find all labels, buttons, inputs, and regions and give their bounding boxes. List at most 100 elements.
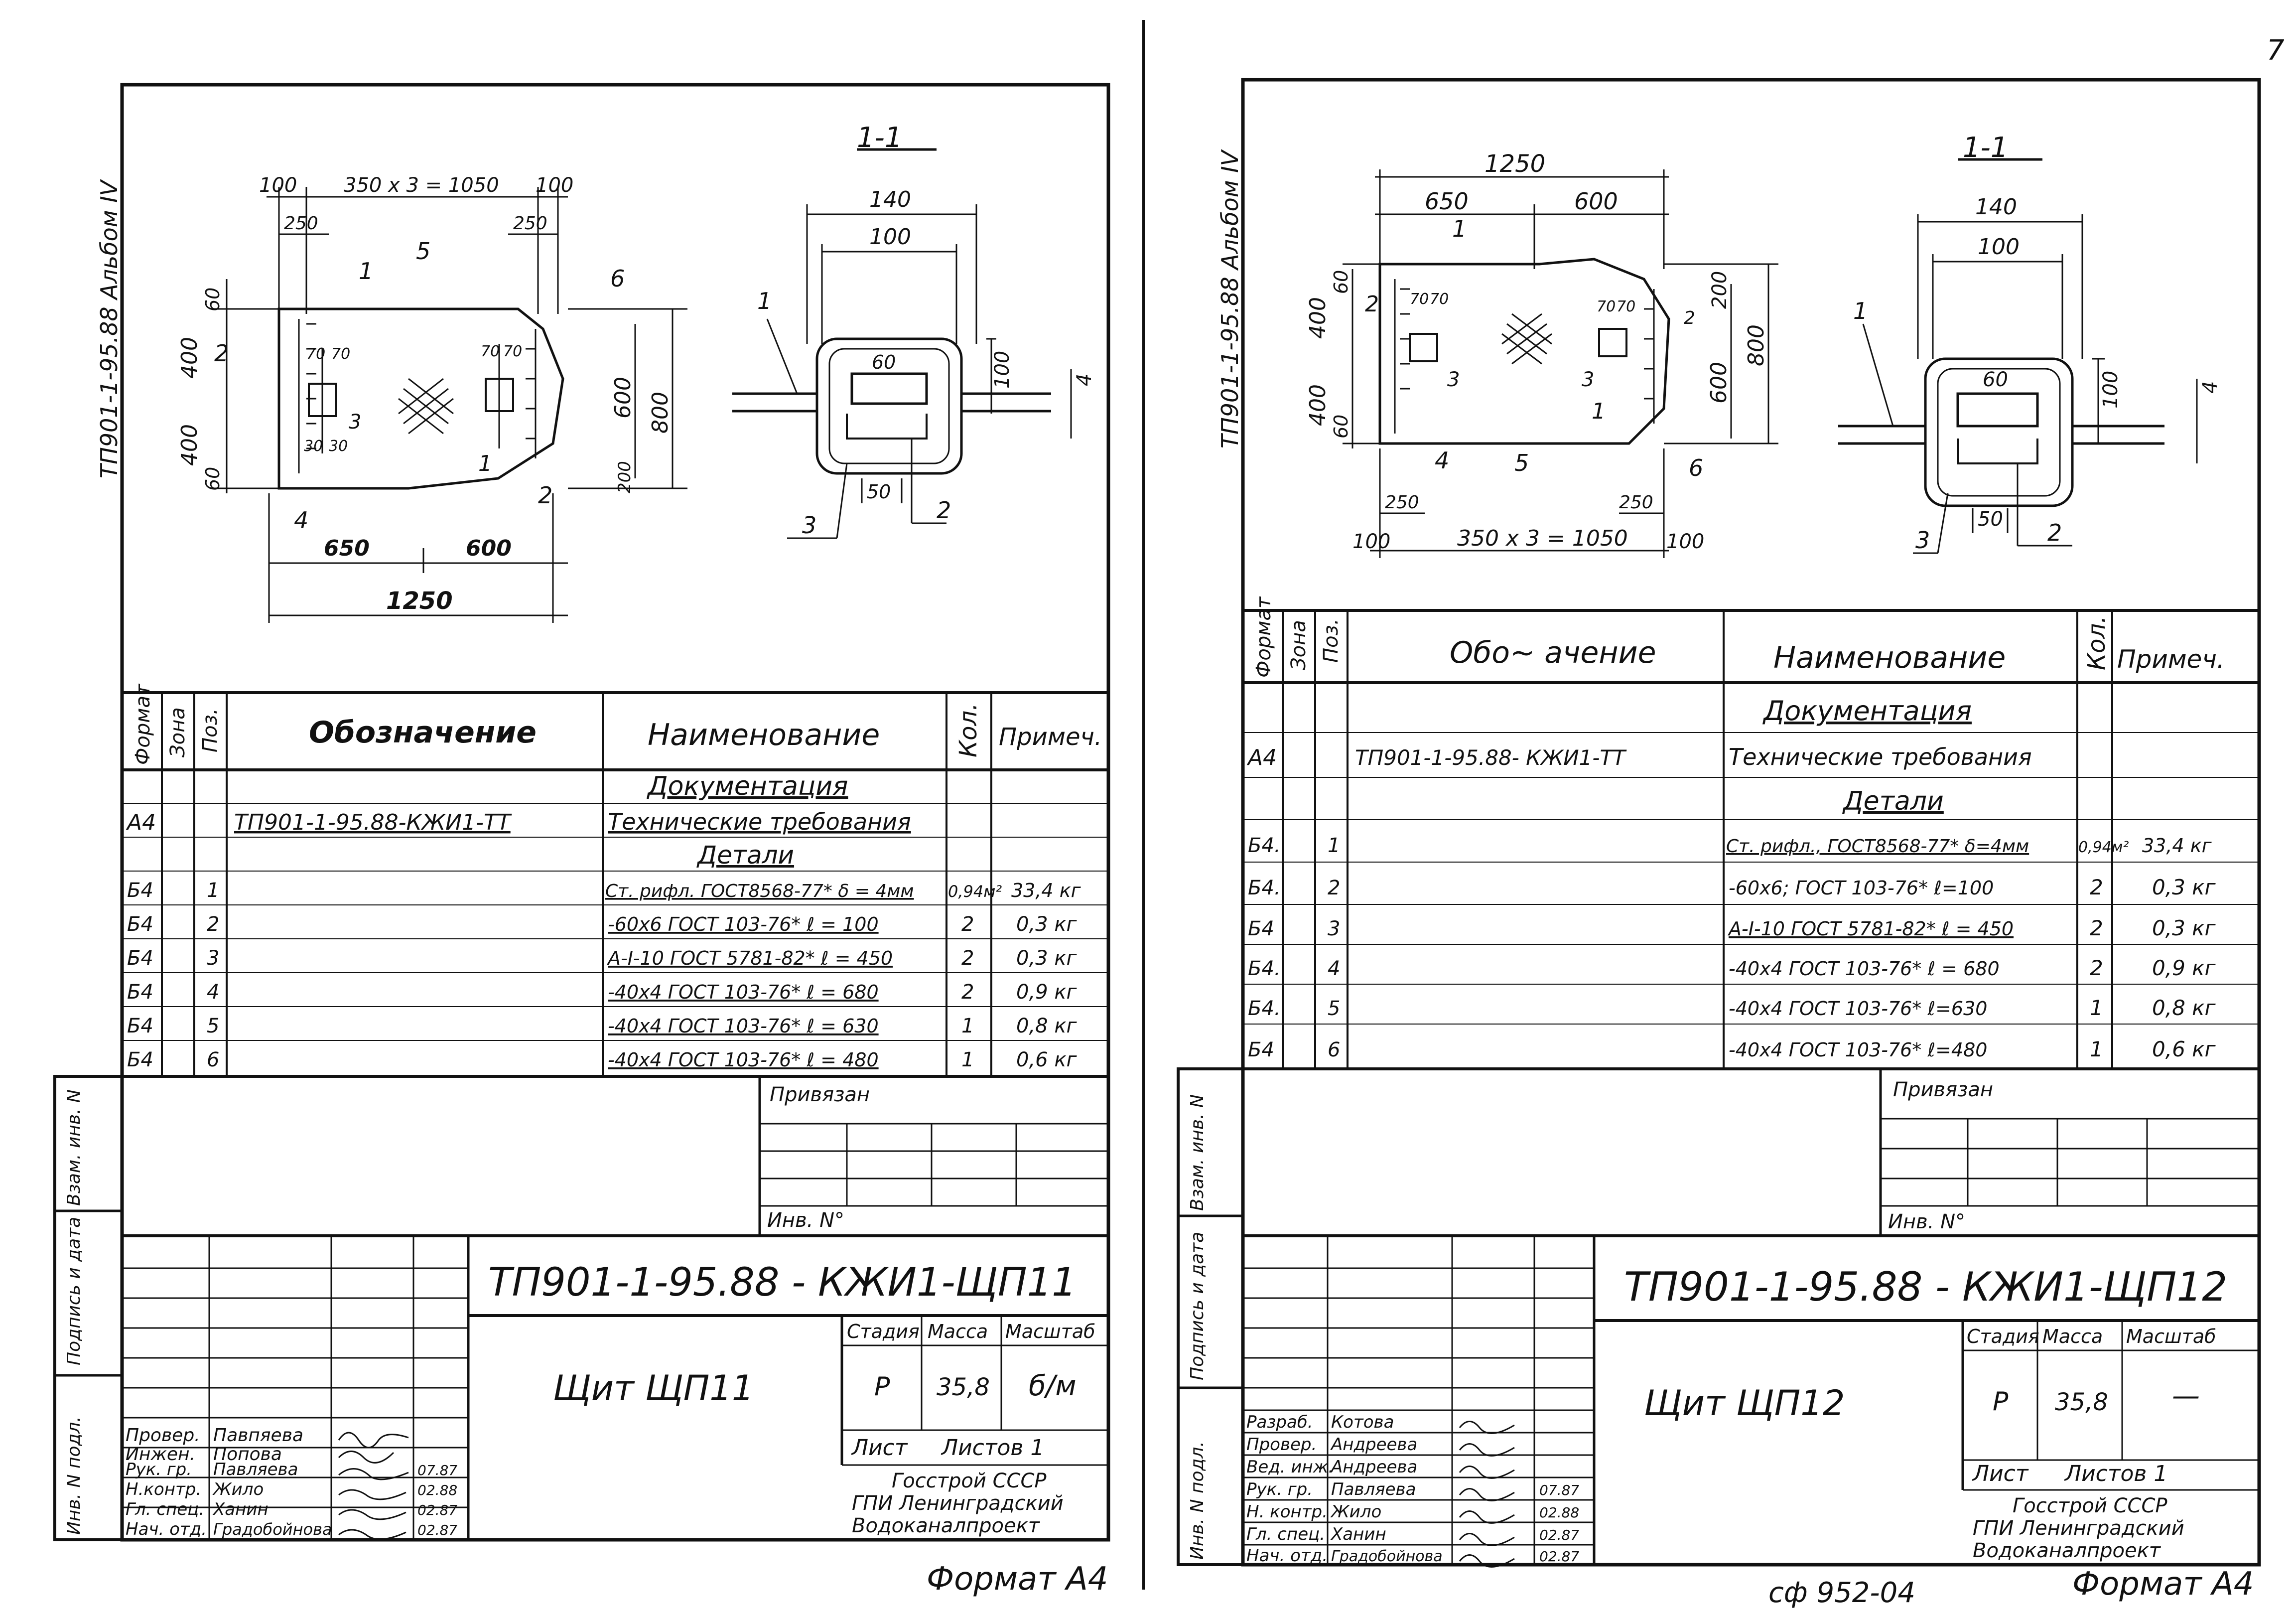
- stamp-stage: Р: [1993, 1387, 2009, 1417]
- table-row-note: 0,9 кг: [2152, 956, 2216, 980]
- callout: 3: [1915, 527, 1930, 554]
- table-row-pos: 5: [1328, 997, 1340, 1020]
- dim-inner: 100: [1978, 234, 2020, 260]
- table-row-format: Б4: [127, 1015, 153, 1037]
- header-designation: Обозначение: [309, 715, 537, 750]
- dim-outer: 140: [1975, 194, 2017, 220]
- dim-side-e: 600: [1706, 362, 1732, 404]
- dim-side-g: 200: [615, 461, 635, 493]
- table-row-qty: 1: [961, 1015, 974, 1037]
- table-row-format: Б4.: [1248, 957, 1281, 980]
- header-format: Формат: [132, 683, 154, 765]
- signature-mark: [1459, 1488, 1515, 1501]
- dim-side-c: 400: [177, 424, 202, 466]
- table-row-pos: 2: [1328, 877, 1340, 899]
- staff-role: Вед. инж.: [1246, 1457, 1334, 1477]
- dimension-lines: [214, 187, 687, 623]
- org-line: Госстрой СССР: [2013, 1494, 2167, 1517]
- title-block: [1177, 1067, 2261, 1566]
- table-row-name: -40х4 ГОСТ 103-76* ℓ=480: [1729, 1039, 1987, 1061]
- org-line: Водоканалпроект: [1973, 1539, 2161, 1562]
- header-qty: Кол.: [954, 703, 982, 757]
- staff-date: 07.87: [417, 1462, 457, 1478]
- dim-bottom-a: 650: [324, 536, 370, 561]
- table-row-name: -40х4 ГОСТ 103-76* ℓ = 630: [608, 1015, 879, 1037]
- org-line: Госстрой СССР: [892, 1470, 1047, 1492]
- staff-name: Андреева: [1330, 1457, 1417, 1477]
- table-row-name: Технические требования: [608, 808, 911, 835]
- table-row-pos: 1: [1328, 834, 1340, 857]
- staff-role: Нач. отд.: [126, 1519, 207, 1539]
- table-row-pos: 6: [1328, 1038, 1340, 1061]
- title-block-text: Взам. инв. N Подпись и дата Инв. N подл.…: [1187, 34, 2285, 1609]
- table-row-note: 0,8 кг: [2152, 996, 2216, 1020]
- stamp-header: Масштаб: [1005, 1321, 1095, 1342]
- staff-name: Жило: [212, 1479, 264, 1499]
- side-stamp: Подпись и дата: [64, 1217, 84, 1365]
- dim-h: 100: [991, 351, 1014, 389]
- dim-sub-left: 250: [284, 213, 318, 234]
- signature-mark: [338, 1451, 395, 1464]
- side-stamp: Взам. инв. N: [64, 1089, 84, 1206]
- callout: 6: [1689, 454, 1703, 481]
- table-row-qty: 2: [961, 947, 974, 970]
- plan-drawing: [214, 187, 687, 623]
- table-row-qty: 2: [961, 981, 974, 1004]
- table-row-format: Б4: [127, 947, 153, 970]
- stamp-mass: 35,8: [2055, 1388, 2108, 1416]
- staff-name: Попова: [213, 1444, 282, 1465]
- header-zone: Зона: [166, 707, 189, 757]
- sheet-label: Лист: [851, 1435, 908, 1461]
- header-name: Наименование: [648, 718, 880, 752]
- album-label: ТП901-1-95.88 Альбом IV: [1216, 148, 1243, 448]
- spec-rows: Документация А4 ТП901-1-95.88- КЖИ1-ТТ Т…: [1246, 695, 2216, 1061]
- header-designation: Обо~ ачение: [1450, 635, 1656, 670]
- drawing-title: Щит ЩП12: [1644, 1383, 1845, 1424]
- stamp-scale: —: [2172, 1380, 2200, 1412]
- table-row-name: -40х4 ГОСТ 103-76* ℓ = 680: [608, 981, 879, 1003]
- staff-name: Жило: [1330, 1502, 1381, 1522]
- table-row-qty: 2: [961, 913, 974, 936]
- panel-outline: [277, 307, 564, 490]
- table-row-note: 0,9 кг: [1016, 981, 1077, 1004]
- staff-role: Провер.: [1246, 1435, 1317, 1455]
- callout: 2: [1365, 292, 1379, 317]
- inv-label: Инв. N°: [767, 1209, 844, 1232]
- table-row-note: 0,3 кг: [2152, 916, 2216, 940]
- spec-table: [1241, 609, 2261, 1070]
- callout: 6: [610, 265, 625, 292]
- dim-t: 4: [2199, 381, 2222, 394]
- dim-top-b: 600: [1574, 188, 1618, 215]
- dim-outer: 140: [869, 187, 911, 212]
- signature-mark: [1459, 1466, 1515, 1479]
- dim-side-f: 800: [648, 392, 673, 434]
- table-row-designation: ТП901-1-95.88-КЖИ1-ТТ: [234, 810, 512, 835]
- callout: 3: [1582, 368, 1594, 391]
- table-row-qty: 2: [2090, 956, 2103, 980]
- staff-date: 02.87: [417, 1502, 457, 1518]
- panel-outline: [1378, 258, 1670, 445]
- staff-role: Гл. спец.: [1246, 1524, 1325, 1544]
- drawing-title: Щит ЩП11: [553, 1368, 754, 1409]
- staff-date: 02.87: [417, 1522, 457, 1538]
- inner-mark: 70: [503, 343, 522, 360]
- table-row-format: Б4.: [1248, 997, 1281, 1020]
- dim-side-d: 60: [1330, 415, 1352, 439]
- dim-side-b: 400: [177, 337, 202, 379]
- signature-mark: [338, 1489, 406, 1500]
- dimension-lines: [1343, 169, 1778, 558]
- stamp-header: Масса: [928, 1321, 988, 1342]
- table-row-note: 0,6 кг: [2152, 1037, 2216, 1061]
- table-row-format: Б4: [127, 1048, 153, 1071]
- format-label: Формат А4: [2072, 1566, 2254, 1603]
- table-row-note: 0,3 кг: [1016, 913, 1077, 936]
- plan-dimensions: 1250 650 600 100 350 x 3 = 1050 100 250 …: [1305, 150, 1769, 553]
- staff-date: 02.88: [417, 1482, 457, 1498]
- stamp-header: Стадия: [847, 1321, 920, 1342]
- rib-hatch: [298, 319, 537, 473]
- format-label: Формат А4: [927, 1561, 1108, 1598]
- staff-date: 02.88: [1539, 1504, 1579, 1521]
- table-row-qty: 1: [2090, 996, 2103, 1020]
- callout: 2: [937, 497, 951, 524]
- section-dimensions: 1-1 140 100 60 100 4 50 1 3 2: [1853, 132, 2222, 554]
